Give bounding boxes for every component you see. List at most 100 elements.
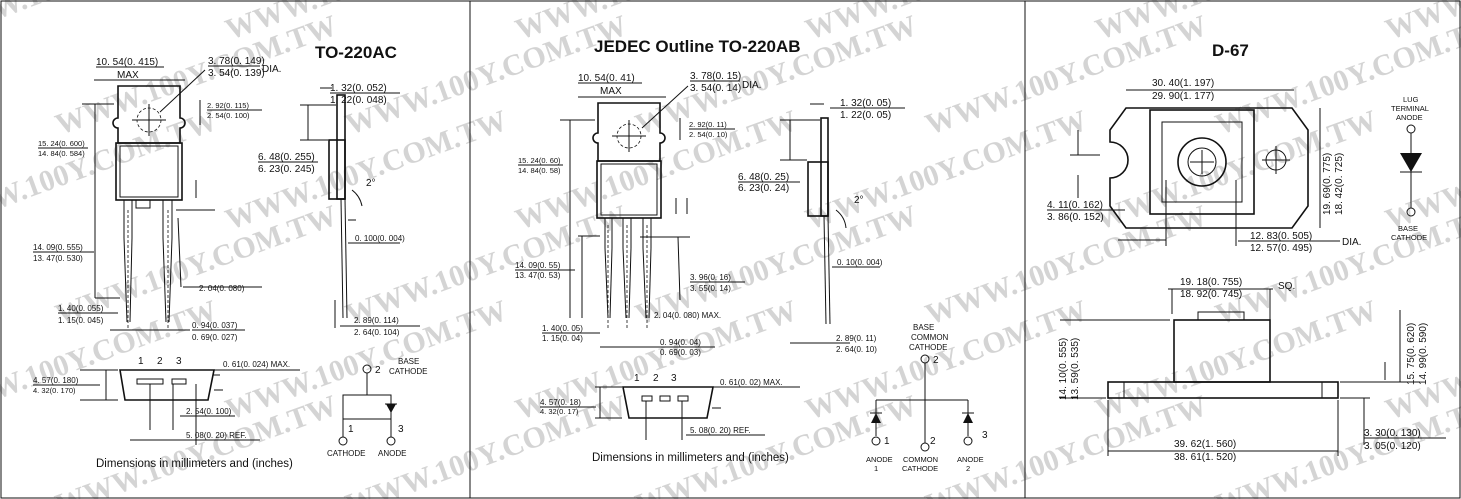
dim-leadw-top: 1. 40(0. 055)	[58, 304, 104, 313]
dim-height-bot: 14. 84(0. 584)	[38, 149, 85, 158]
dim2-height-bot: 14. 84(0. 58)	[518, 166, 561, 175]
dim-sp2: 5. 08(0. 20) REF.	[186, 431, 246, 440]
max-note: 0. 61(0. 024) MAX.	[223, 360, 290, 369]
dim2-side-bot: 2. 64(0. 10)	[836, 345, 877, 354]
dim-leadth: 0. 100(0. 004)	[355, 234, 405, 243]
dim3-slot-top: 4. 11(0. 162)	[1047, 200, 1103, 211]
pin3-terminal	[386, 436, 396, 446]
dim3-w-top: 30. 40(1. 197)	[1152, 78, 1214, 89]
dim-leadt-bot: 0. 69(0. 027)	[192, 333, 238, 342]
pin1-terminal	[338, 436, 348, 446]
dim-bh-top: 4. 57(0. 180)	[33, 376, 79, 385]
dim3-lh-top: 14. 10(0. 555)	[1058, 338, 1069, 400]
panel-d67: D-67 30. 40(1. 197) 29. 90(1. 177) 19. 6…	[1047, 41, 1446, 463]
dim-leadlen-top: 14. 09(0. 555)	[33, 243, 83, 252]
dim2-angle: 2°	[854, 195, 864, 206]
d67-diode	[1400, 153, 1422, 172]
dim-leadt-top: 0. 94(0. 037)	[192, 321, 238, 330]
diode-anode1	[871, 413, 881, 423]
p3-label-1: ANODE	[957, 455, 984, 464]
dim2-leadw-bot: 1. 15(0. 04)	[542, 334, 583, 343]
dim2-holepos-bot: 2. 54(0. 10)	[689, 130, 728, 139]
panel2-title: JEDEC Outline TO-220AB	[594, 37, 801, 56]
p1-number: 1	[884, 436, 890, 447]
base-label-1: BASE	[1398, 224, 1418, 233]
to220ab-body	[596, 160, 662, 219]
dim-tab-bot: 1. 22(0. 048)	[330, 95, 387, 106]
dim2-leadw-top: 1. 40(0. 05)	[542, 324, 583, 333]
pin1-label: CATHODE	[327, 449, 366, 458]
dim3-base-top: 39. 62(1. 560)	[1174, 439, 1236, 450]
diode-anode2	[963, 413, 973, 423]
panel3-title: D-67	[1212, 41, 1249, 60]
dim2-bh-top: 4. 57(0. 18)	[540, 398, 581, 407]
dim-pitch: 2. 04(0. 080)	[199, 284, 245, 293]
dim2-pitch2: 2. 04(0. 080) MAX.	[654, 311, 721, 320]
dim2-tabh-bot: 6. 23(0. 24)	[738, 183, 789, 194]
dim-height-top: 15. 24(0. 600)	[38, 139, 85, 148]
pin-label-3: 3	[176, 356, 182, 367]
dim3-base-bot: 38. 61(1. 520)	[1174, 452, 1236, 463]
lug-label-1: LUG	[1403, 95, 1419, 104]
p1-label-2: 1	[874, 464, 878, 473]
dim-width-bot: MAX	[117, 70, 139, 81]
dim-bh-bot: 4. 32(0. 170)	[33, 386, 76, 395]
d67-base-outline	[1109, 107, 1309, 229]
dim-tabh-top: 6. 48(0. 255)	[258, 152, 315, 163]
dim3-h-bot: 18. 42(0. 725)	[1334, 153, 1345, 215]
pin2-label-1: BASE	[398, 357, 419, 366]
common-label-3: CATHODE	[909, 343, 948, 352]
dim3-hole-bot: 12. 57(0. 495)	[1250, 243, 1312, 254]
common-label-2: COMMON	[911, 333, 949, 342]
dim-holepos-top: 2. 92(0. 115)	[207, 101, 249, 110]
dim-hole-dia: DIA.	[262, 64, 281, 75]
dim-leadlen-bot: 13. 47(0. 530)	[33, 254, 83, 263]
dim2-leadt-top: 0. 94(0. 04)	[660, 338, 701, 347]
p2-label-2: CATHODE	[902, 464, 938, 473]
dim3-rh-top: 15. 75(0. 620)	[1406, 323, 1417, 385]
dim2-leadlen-bot: 13. 47(0. 53)	[515, 271, 561, 280]
dim2-max-note: 0. 61(0. 02) MAX.	[720, 378, 783, 387]
pin2-label-2: 2	[653, 373, 659, 384]
dim3-sq: SQ.	[1278, 281, 1295, 292]
panel-to220ac: TO-220AC 10. 54(0. 415) MAX 3. 78(0. 149…	[33, 43, 428, 470]
dim2-tabh-top: 6. 48(0. 25)	[738, 172, 789, 183]
dim-tab-top: 1. 32(0. 052)	[330, 83, 387, 94]
dim2-hole-top: 3. 78(0. 15)	[690, 71, 741, 82]
dim2-hole-bot: 3. 54(0. 14)	[690, 83, 741, 94]
panel-to220ab: JEDEC Outline TO-220AB 10. 54(0. 41) MAX…	[515, 37, 988, 473]
dim2-pitch-bot: 3. 55(0. 14)	[690, 284, 731, 293]
dim2-height-top: 15. 24(0. 60)	[518, 156, 561, 165]
dim-side-bot: 2. 64(0. 104)	[354, 328, 400, 337]
watermark-text: WWW.100Y.COM.TW	[341, 389, 631, 499]
dim2-leadth: 0. 10(0. 004)	[837, 258, 883, 267]
dim-hole-bot: 3. 54(0. 139)	[208, 68, 265, 79]
dim-sp1: 2. 54(0. 100)	[186, 407, 232, 416]
pin2-label-3: 3	[671, 373, 677, 384]
diode-symbol	[386, 404, 396, 413]
d67-side-base	[1107, 381, 1339, 399]
dim-side-top: 2. 89(0. 114)	[354, 316, 399, 325]
dim2-tab-bot: 1. 22(0. 05)	[840, 110, 891, 121]
p1-label-1: ANODE	[866, 455, 893, 464]
dim-width-top: 10. 54(0. 415)	[96, 57, 158, 68]
dim3-lh-bot: 13. 59(0. 535)	[1070, 338, 1081, 400]
dim2-width-bot: MAX	[600, 86, 622, 97]
pin3-number: 3	[398, 424, 404, 435]
d67-stud	[1177, 137, 1227, 187]
side-body	[328, 139, 346, 200]
dim3-slot-bot: 3. 86(0. 152)	[1047, 212, 1104, 223]
panel1-caption: Dimensions in millimeters and (inches)	[96, 458, 293, 470]
dim3-w-bot: 29. 90(1. 177)	[1152, 91, 1214, 102]
d67-square	[1149, 109, 1255, 215]
dim3-th-top: 3. 30(0. 130)	[1364, 428, 1421, 439]
pin2-label-2: CATHODE	[389, 367, 428, 376]
common-label-1: BASE	[913, 323, 934, 332]
dim-leadw-bot: 1. 15(0. 045)	[58, 316, 104, 325]
base-label-2: CATHODE	[1391, 233, 1427, 242]
dim2-hole-dia: DIA.	[742, 80, 761, 91]
dim3-th-bot: 3. 05(0. 120)	[1364, 441, 1421, 452]
p2-label-1: COMMON	[903, 455, 938, 464]
